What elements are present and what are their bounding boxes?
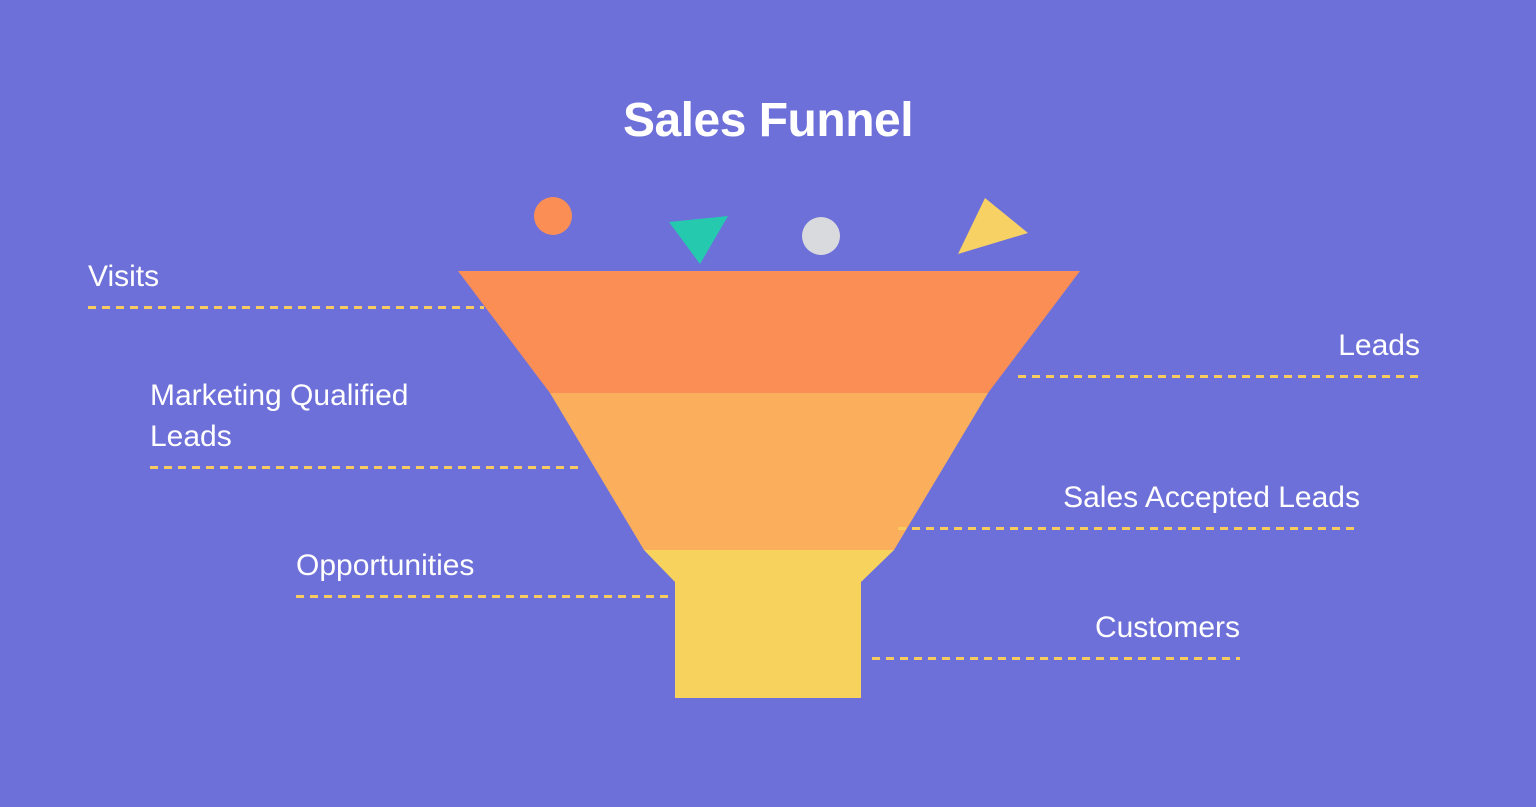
decor-circle-gray-icon: [802, 217, 840, 255]
funnel-label-sales-accepted-leads: Sales Accepted Leads: [898, 477, 1360, 530]
funnel-label-leads: Leads: [1018, 325, 1420, 378]
funnel-band-top: [458, 271, 1080, 393]
decor-circle-orange-icon: [534, 197, 572, 235]
decor-triangle-yellow-icon: [952, 198, 1028, 254]
funnel-label-sales-accepted-leads-text: Sales Accepted Leads: [1063, 481, 1360, 514]
funnel-label-customers-text: Customers: [1094, 611, 1240, 644]
leader-line-visits: [88, 306, 484, 309]
page-title: Sales Funnel: [622, 94, 914, 147]
funnel-label-marketing-qualified-leads-text: Marketing Qualified Leads: [150, 379, 409, 453]
funnel-label-visits-text: Visits: [88, 260, 160, 293]
decor-triangle-teal-icon: [668, 216, 730, 264]
leader-line-marketing-qualified-leads: [150, 466, 584, 469]
funnel-band-bottom: [644, 550, 894, 698]
leader-line-sales-accepted-leads: [898, 527, 1360, 530]
funnel-label-marketing-qualified-leads: Marketing Qualified Leads: [150, 375, 584, 469]
funnel-label-leads-text: Leads: [1338, 329, 1420, 362]
funnel-band-middle: [550, 393, 988, 550]
leader-line-customers: [872, 657, 1240, 660]
leader-line-leads: [1018, 375, 1420, 378]
funnel-label-visits: Visits: [88, 256, 484, 309]
funnel-label-customers: Customers: [872, 607, 1240, 660]
leader-line-opportunities: [296, 595, 670, 598]
funnel-label-opportunities-text: Opportunities: [296, 549, 475, 582]
funnel-label-opportunities: Opportunities: [296, 545, 670, 598]
